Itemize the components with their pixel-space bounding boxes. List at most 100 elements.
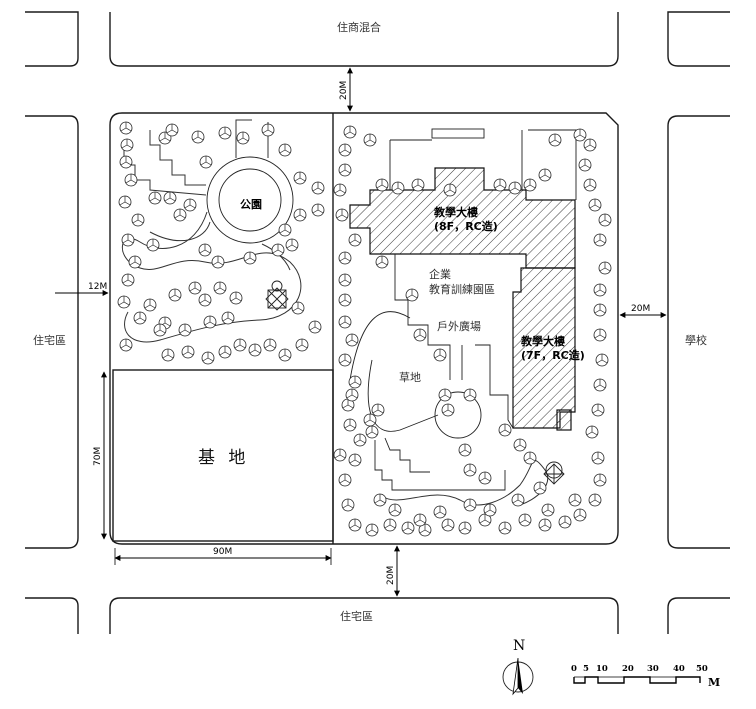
tree-icon (121, 233, 135, 247)
building-annex (556, 409, 572, 431)
scale-bar-tick-label: 40 (673, 664, 685, 674)
tree-icon (343, 418, 357, 432)
tree-icon (375, 178, 389, 192)
tree-icon (341, 398, 355, 412)
tree-icon (458, 443, 472, 457)
tree-icon (568, 493, 582, 507)
tree-icon (458, 521, 472, 535)
north-street-label: 住商混合 (337, 20, 381, 34)
tree-icon (363, 413, 377, 427)
tree-icon (598, 213, 612, 227)
scale-bar-unit: M (708, 676, 720, 689)
plaza-outline (394, 254, 514, 429)
tree-icon (523, 178, 537, 192)
tree-icon (295, 338, 309, 352)
tree-icon (131, 213, 145, 227)
tree-icon (365, 425, 379, 439)
tree-icon (165, 123, 179, 137)
tree-icon (261, 123, 275, 137)
block-northwest (25, 11, 79, 67)
park-roundabout-inner (218, 168, 282, 232)
tree-icon (573, 508, 587, 522)
garden-pavilion-icon (543, 461, 565, 485)
tree-icon (119, 155, 133, 169)
tree-icon (119, 338, 133, 352)
scale-bar-tick-label: 20 (622, 664, 634, 674)
tree-icon (124, 173, 138, 187)
campus-site (109, 112, 619, 545)
tree-icon (213, 281, 227, 295)
tree-icon (595, 353, 609, 367)
tree-icon (311, 203, 325, 217)
tree-icon (218, 126, 232, 140)
block-northeast (667, 11, 730, 67)
tree-icon (541, 503, 555, 517)
tree-icon (511, 493, 525, 507)
block-east (667, 115, 730, 549)
plaza-fountain (434, 391, 482, 439)
tree-icon (168, 288, 182, 302)
tree-icon (353, 433, 367, 447)
dim-site-height-text: 70M (93, 447, 103, 466)
tree-icon (443, 183, 457, 197)
tree-icon (418, 523, 432, 537)
north-arrow-needle-icon (518, 658, 523, 694)
tree-icon (293, 171, 307, 185)
tree-icon (373, 493, 387, 507)
tree-icon (161, 348, 175, 362)
tree-icon (293, 208, 307, 222)
tree-icon (518, 513, 532, 527)
tree-icon (120, 138, 134, 152)
tree-icon (271, 243, 285, 257)
tree-icon (263, 338, 277, 352)
dim-west-gap-text: 12M (88, 282, 107, 292)
block-south (109, 597, 619, 634)
tree-icon (383, 518, 397, 532)
training-zone-label-1: 企業 (429, 267, 451, 281)
block-west (25, 115, 79, 549)
tree-icon (198, 293, 212, 307)
tree-icon (311, 181, 325, 195)
north-arrow: N (502, 638, 534, 696)
tree-icon (508, 181, 522, 195)
scale-bar-tick-label: 10 (596, 664, 608, 674)
block-southwest (25, 597, 79, 634)
surrounding-blocks (25, 11, 730, 634)
park-roundabout-outer (206, 156, 294, 244)
base-site-area (112, 369, 334, 542)
tree-icon (523, 451, 537, 465)
tree-icon (201, 351, 215, 365)
dim-site-width-text: 90M (213, 547, 232, 557)
tree-icon (248, 343, 262, 357)
tree-icon (218, 345, 232, 359)
lawn-outline (349, 311, 439, 432)
tree-icon (203, 315, 217, 329)
tree-icon (198, 243, 212, 257)
tree-icon (533, 481, 547, 495)
tree-icon (188, 281, 202, 295)
tree-icon (173, 208, 187, 222)
tree-icon (388, 503, 402, 517)
tree-icon (478, 471, 492, 485)
teaching-building-2-spec: (7F，RC造) (521, 348, 585, 362)
dim-south-road-text: 20M (386, 566, 396, 585)
tree-icon (538, 518, 552, 532)
tree-icon (291, 301, 305, 315)
trees-layer (117, 121, 612, 537)
tree-icon (117, 295, 131, 309)
tree-icon (493, 178, 507, 192)
dim-north-road-text: 20M (339, 81, 349, 100)
tree-icon (133, 311, 147, 325)
plaza-label: 戶外廣場 (437, 319, 481, 333)
tree-icon (338, 143, 352, 157)
tree-icon (163, 191, 177, 205)
tree-icon (463, 463, 477, 477)
tree-icon (178, 323, 192, 337)
tree-icon (181, 345, 195, 359)
tree-icon (128, 255, 142, 269)
scale-bar-tick-label: 50 (696, 664, 708, 674)
dimension-lines: 20M 20M 20M 12M 70M 90M (55, 67, 667, 597)
tree-icon (598, 261, 612, 275)
